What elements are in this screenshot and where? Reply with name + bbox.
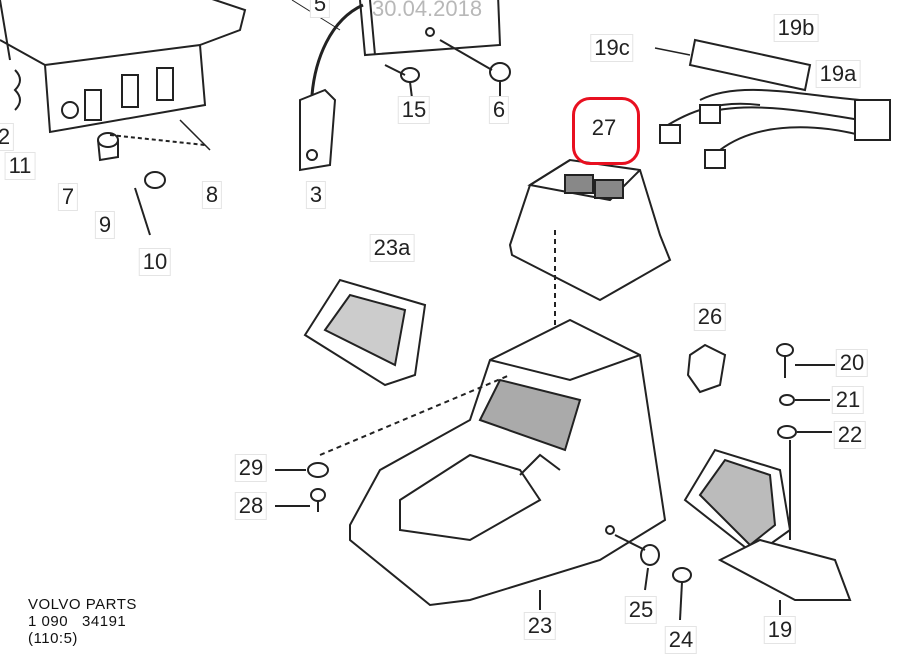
screw-part-15 <box>384 64 420 99</box>
label-27: 27 <box>588 115 620 141</box>
footer-brand: VOLVO PARTS <box>28 596 137 613</box>
console-part-23 <box>349 318 667 610</box>
harness-part-19a <box>654 38 891 169</box>
screw-part-20 <box>776 343 835 378</box>
footer-caption: VOLVO PARTS 1 090 34191 (110:5) <box>28 596 137 647</box>
label-11: 11 <box>4 152 36 180</box>
label-10: 10 <box>138 248 172 276</box>
washer-part-29 <box>275 462 329 478</box>
footer-number: 1 090 34191 <box>28 613 127 630</box>
label-5: 5 <box>309 0 331 18</box>
washer-part-22 <box>777 425 832 439</box>
label-15: 15 <box>397 96 431 124</box>
label-25: 25 <box>624 596 658 624</box>
label-23a: 23a <box>369 234 415 262</box>
label-19: 19 <box>763 616 797 644</box>
label-24: 24 <box>664 626 698 654</box>
highlight-circle-27 <box>572 97 640 165</box>
label-26: 26 <box>693 303 727 331</box>
label-21: 21 <box>831 386 865 414</box>
cover-part-27 <box>508 158 672 340</box>
connector-part-26 <box>686 343 727 394</box>
label-19a: 19a <box>815 60 861 88</box>
washer-part-21 <box>779 394 830 406</box>
label-22: 22 <box>833 421 867 449</box>
label-8: 8 <box>201 181 223 209</box>
label-19b: 19b <box>773 14 819 42</box>
label-20: 20 <box>835 349 869 377</box>
label-3: 3 <box>305 181 327 209</box>
screw-part-10 <box>134 171 166 236</box>
shifter-part-19 <box>683 440 852 615</box>
switch-part-23a <box>303 278 427 387</box>
screw-part-28 <box>275 488 326 512</box>
label-2: 2 <box>0 123 15 151</box>
label-29: 29 <box>234 454 268 482</box>
label-23: 23 <box>523 612 557 640</box>
date-watermark: 30.04.2018 <box>372 0 483 21</box>
label-19c: 19c <box>590 34 634 62</box>
bracket-part-7 <box>0 0 247 134</box>
nut-part-6 <box>439 39 511 98</box>
washer-part-25 <box>614 534 660 591</box>
label-9: 9 <box>94 211 116 239</box>
footer-ref: (110:5) <box>28 630 78 647</box>
spacer-part-9 <box>97 132 119 162</box>
bracket-part-3 <box>299 88 337 172</box>
label-28: 28 <box>234 492 268 520</box>
module-part-5 <box>291 0 502 96</box>
label-7: 7 <box>57 183 79 211</box>
label-6: 6 <box>488 96 510 124</box>
screw-part-24 <box>672 567 692 621</box>
